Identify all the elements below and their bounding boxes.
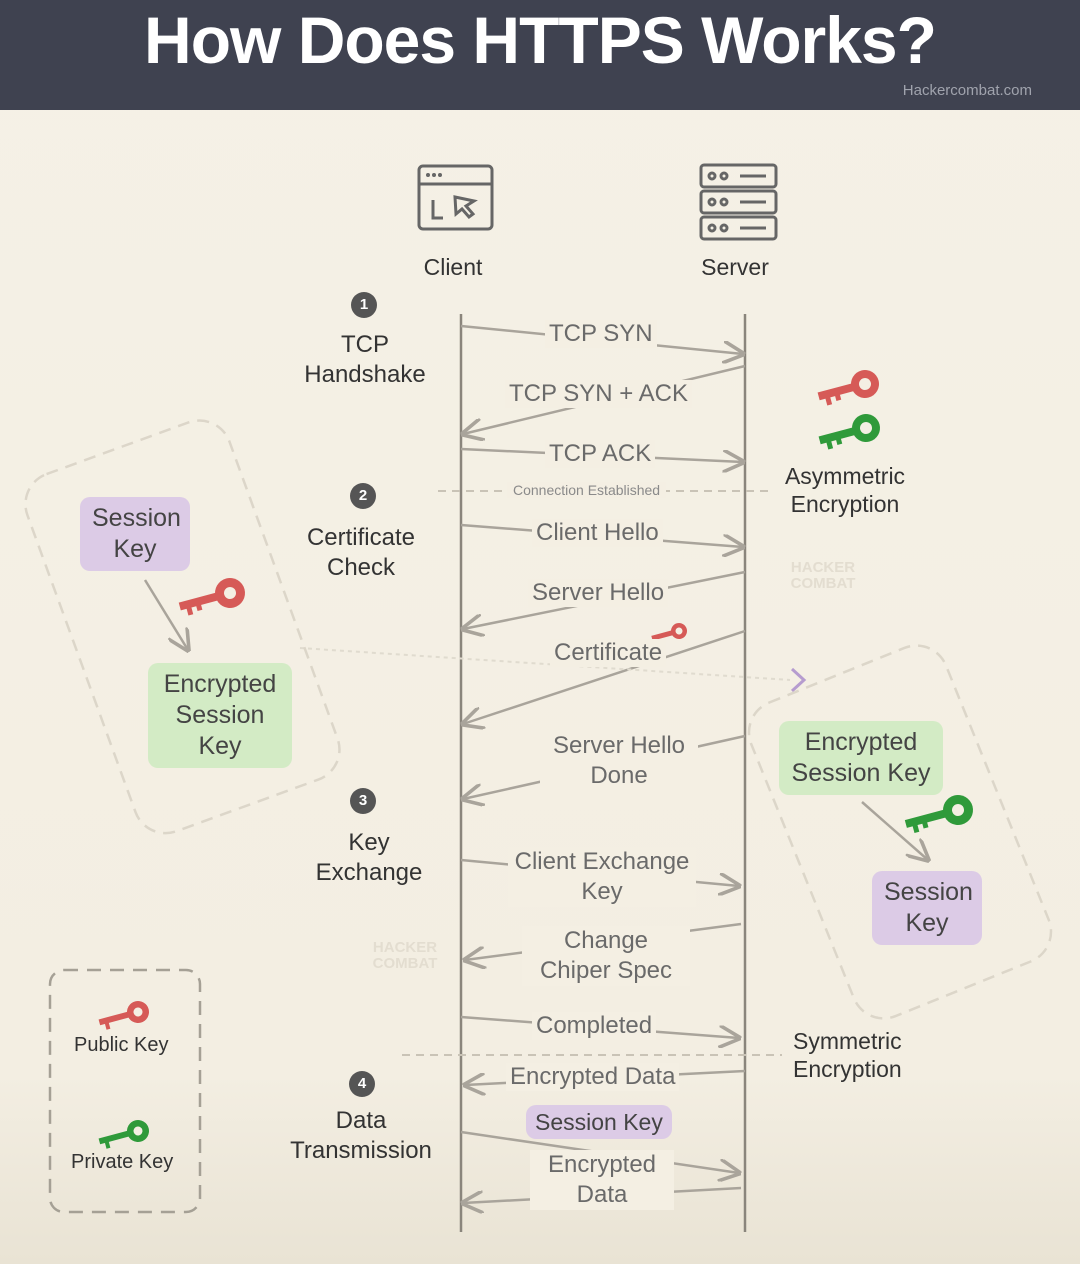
step-number-3: 3 xyxy=(350,788,376,814)
msg-tcp-syn: TCP SYN xyxy=(545,320,657,348)
public-key-icon xyxy=(178,578,245,616)
stage-label-tcp-handshake: TCP Handshake xyxy=(304,331,426,388)
msg-change-cipher-spec: Change Chiper Spec xyxy=(522,926,690,986)
msg-server-hello-done: Server Hello Done xyxy=(540,731,698,791)
step-number-4: 4 xyxy=(349,1071,375,1097)
client-encrypted-session-key: Encrypted Session Key xyxy=(148,663,292,768)
server-encrypted-session-key: Encrypted Session Key xyxy=(779,721,943,795)
private-key-icon xyxy=(98,1120,149,1149)
server-label: Server xyxy=(701,254,769,280)
client-label: Client xyxy=(423,254,483,280)
msg-completed: Completed xyxy=(532,1012,657,1040)
server-icon xyxy=(699,163,778,241)
encrypt-flow-arrow xyxy=(143,579,188,650)
server-key-box xyxy=(747,644,1053,1020)
legend-box xyxy=(48,968,202,1214)
msg-certificate: Certificate xyxy=(550,639,667,667)
step-number-1: 1 xyxy=(351,292,377,318)
stage-label-key-exchange: Key Exchange xyxy=(315,829,423,886)
msg-server-hello: Server Hello xyxy=(528,579,669,607)
stage-label-data-transmission: Data Transmission xyxy=(290,1107,432,1164)
diagram-title: How Does HTTPS Works? xyxy=(144,3,937,77)
stage-label-certificate-check: Certificate Check xyxy=(306,524,416,581)
msg-encrypted-data-2: Encrypted Data xyxy=(530,1150,674,1210)
watermark: HACKER COMBAT xyxy=(372,939,438,972)
msg-client-hello: Client Hello xyxy=(532,519,663,547)
header-banner: How Does HTTPS Works? Hackercombat.com xyxy=(0,0,1080,110)
msg-tcp-syn-ack: TCP SYN + ACK xyxy=(505,380,692,408)
step-number-2: 2 xyxy=(350,483,376,509)
decrypt-flow-arrow xyxy=(861,801,928,860)
server-session-key: Session Key xyxy=(872,871,982,945)
private-key-icon xyxy=(818,414,880,450)
client-key-box xyxy=(24,419,341,835)
public-key-icon xyxy=(817,370,879,406)
client-browser-icon xyxy=(417,164,494,231)
msg-client-exchange-key: Client Exchange Key xyxy=(508,847,696,907)
symmetric-encryption-label: Symmetric Encryption xyxy=(793,1028,902,1082)
client-session-key: Session Key xyxy=(80,497,190,571)
public-key-icon xyxy=(98,1001,149,1030)
private-key-icon xyxy=(904,795,973,834)
certificate-arrow xyxy=(463,629,746,724)
watermark: HACKER COMBAT xyxy=(790,559,856,592)
session-key-badge: Session Key xyxy=(526,1105,672,1139)
credit-text: Hackercombat.com xyxy=(902,82,1032,99)
asymmetric-encryption-label: Asymmetric Encryption xyxy=(784,463,906,517)
public-key-icon xyxy=(651,623,687,641)
box-connector xyxy=(299,647,791,681)
msg-encrypted-data-1: Encrypted Data xyxy=(506,1063,680,1091)
msg-tcp-ack: TCP ACK xyxy=(545,440,656,468)
legend-public-key-label: Public Key xyxy=(74,1034,169,1056)
chevron-right-icon xyxy=(790,667,807,693)
legend-private-key-label: Private Key xyxy=(71,1151,174,1173)
msg-connection-established: Connection Established xyxy=(507,482,667,498)
